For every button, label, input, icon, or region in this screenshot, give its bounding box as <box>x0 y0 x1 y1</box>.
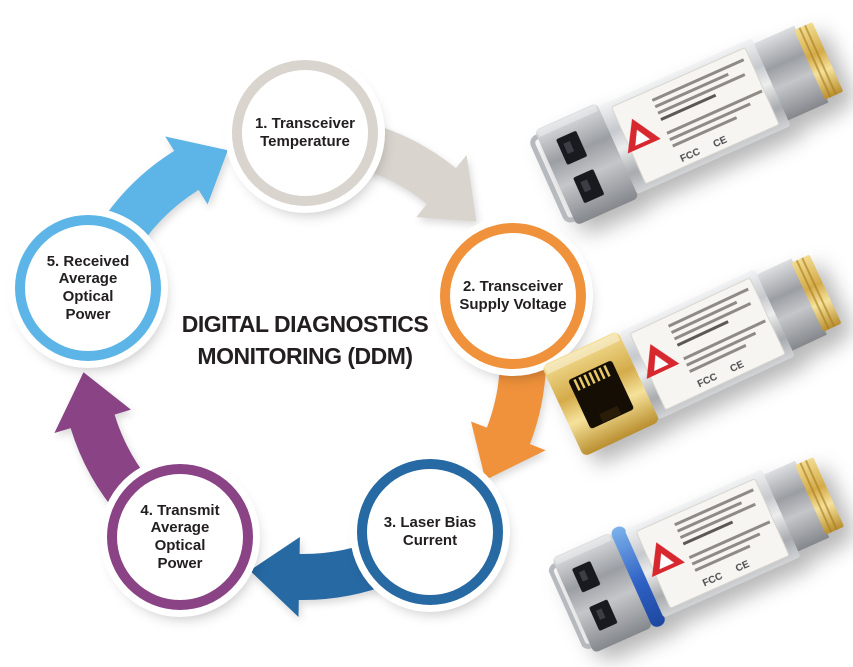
label-fine-print <box>674 488 771 572</box>
sfp-optical-module-photo: FCC CE <box>524 6 852 233</box>
front-bezel <box>553 533 651 652</box>
arrow-1-to-2 <box>344 119 477 222</box>
sfp-optical-blue-module-photo: FCC CE <box>543 440 853 660</box>
node-transceiver-supply-voltage: 2. Transceiver Supply Voltage <box>440 223 586 369</box>
node-laser-bias-current: 3. Laser Bias Current <box>357 459 503 605</box>
title-line-1: DIGITAL DIAGNOSTICS <box>181 311 429 337</box>
label-fine-print <box>667 287 766 373</box>
module-rear <box>756 258 827 351</box>
node-transceiver-temperature: 1. Transceiver Temperature <box>232 60 378 206</box>
front-bezel <box>535 104 638 224</box>
sfp-optical-illustration: FCC CE <box>530 22 843 224</box>
sfp-optical-blue-illustration: FCC CE <box>548 457 844 652</box>
diagram-title: DIGITAL DIAGNOSTICS MONITORING (DDM) <box>160 308 450 372</box>
node-label: 3. Laser Bias Current <box>383 514 477 549</box>
rj45-latch-slot <box>599 405 622 423</box>
module-rear <box>764 460 830 552</box>
rj45-pins <box>573 365 611 391</box>
label-fine-print <box>651 58 763 148</box>
node-received-average-optical-power: 5. Received Average Optical Power <box>15 215 161 361</box>
blue-latch <box>611 526 665 627</box>
node-label: 1. Transceiver Temperature <box>254 115 356 150</box>
sfp-copper-module-photo: FCC CE <box>538 239 851 462</box>
module-rear <box>754 25 829 121</box>
sfp-copper-illustration: FCC CE <box>543 255 841 455</box>
node-label: 2. Transceiver Supply Voltage <box>459 278 567 313</box>
title-line-2: MONITORING (DDM) <box>197 343 413 370</box>
node-transmit-average-optical-power: 4. Transmit Average Optical Power <box>107 464 253 610</box>
node-label: 4. Transmit Average Optical Power <box>140 501 220 572</box>
product-label <box>611 47 779 184</box>
ce-mark: CE <box>729 359 747 375</box>
ce-mark: CE <box>734 559 751 575</box>
node-label: 5. Received Average Optical Power <box>46 252 130 323</box>
ce-mark: CE <box>712 134 729 150</box>
arrow-2-to-3 <box>471 331 547 480</box>
